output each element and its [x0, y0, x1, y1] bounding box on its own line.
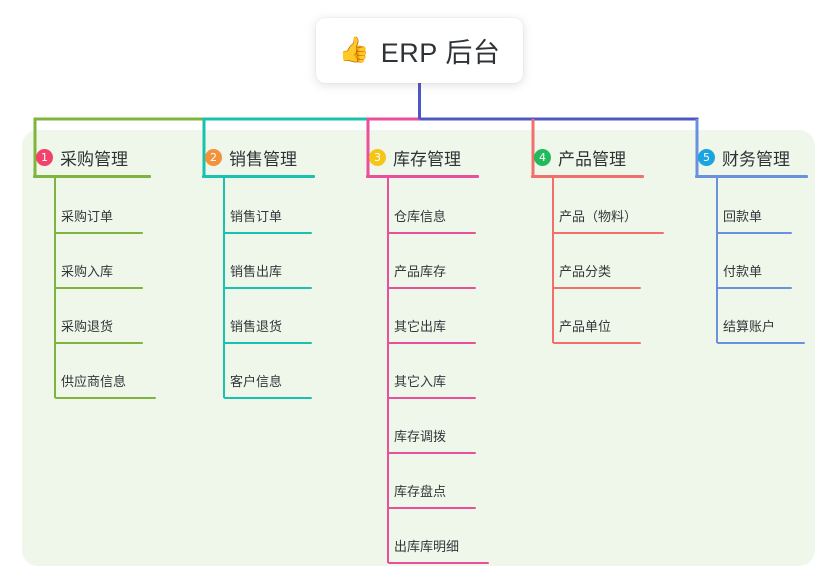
branch-underline [202, 175, 315, 178]
leaf-underline [388, 507, 476, 509]
leaf-underline [388, 342, 476, 344]
leaf-label: 产品分类 [559, 264, 612, 279]
branch-header-1[interactable]: 1 采购管理 [33, 146, 151, 169]
branch-label: 产品管理 [558, 150, 626, 169]
leaf-label: 销售退货 [230, 319, 283, 334]
branch-underline [33, 175, 151, 178]
branch-number-badge: 1 [36, 149, 53, 166]
branch-column-4: 4 产品管理产品（物料） 产品分类产品单位 [531, 146, 664, 344]
leaf-list: 回款单付款单结算账户 [695, 178, 808, 344]
leaf-label: 出库库明细 [394, 539, 460, 554]
thumbs-up-icon: 👍 [338, 36, 370, 64]
branch-header-4[interactable]: 4 产品管理 [531, 146, 644, 169]
leaf-underline [717, 342, 805, 344]
leaf-label: 回款单 [723, 209, 763, 224]
leaf-list: 产品（物料） 产品分类产品单位 [531, 178, 664, 344]
leaf-underline [55, 287, 143, 289]
leaf-underline [224, 232, 312, 234]
branch-column-3: 3 库存管理仓库信息产品库存其它出库其它入库库存调拨库存盘点出库库明细 [366, 146, 489, 564]
leaf-underline [224, 397, 312, 399]
branch-header-3[interactable]: 3 库存管理 [366, 146, 479, 169]
leaf-underline [55, 232, 143, 234]
branch-column-1: 1 采购管理采购订单采购入库采购退货供应商信息 [33, 146, 156, 399]
leaf-label: 采购退货 [61, 319, 114, 334]
branch-header-2[interactable]: 2 销售管理 [202, 146, 315, 169]
root-node-erp-backend[interactable]: 👍 ERP 后台 [316, 18, 523, 83]
root-node-title: ERP 后台 [380, 38, 501, 68]
branch-header-5[interactable]: 5 财务管理 [695, 146, 808, 169]
leaf-label: 其它入库 [394, 374, 447, 389]
branch-label: 库存管理 [393, 150, 461, 169]
leaf-label: 采购订单 [61, 209, 114, 224]
leaf-underline [717, 287, 792, 289]
leaf-label: 供应商信息 [61, 374, 127, 389]
leaf-underline [224, 342, 312, 344]
branch-underline [531, 175, 644, 178]
leaf-label: 产品库存 [394, 264, 447, 279]
leaf-underline [388, 562, 489, 564]
leaf-list: 销售订单销售出库销售退货客户信息 [202, 178, 315, 399]
leaf-label: 客户信息 [230, 374, 283, 389]
leaf-label: 销售订单 [230, 209, 283, 224]
leaf-underline [388, 452, 476, 454]
leaf-underline [717, 232, 792, 234]
leaf-label: 其它出库 [394, 319, 447, 334]
leaf-underline [553, 232, 664, 234]
leaf-label: 采购入库 [61, 264, 114, 279]
branch-column-2: 2 销售管理销售订单销售出库销售退货客户信息 [202, 146, 315, 399]
branch-label: 财务管理 [722, 150, 790, 169]
leaf-underline [553, 342, 641, 344]
branch-underline [695, 175, 808, 178]
branch-number-badge: 3 [369, 149, 386, 166]
leaf-list: 仓库信息产品库存其它出库其它入库库存调拨库存盘点出库库明细 [366, 178, 489, 564]
leaf-label: 仓库信息 [394, 209, 447, 224]
branch-label: 销售管理 [229, 150, 297, 169]
leaf-underline [388, 232, 476, 234]
branch-label: 采购管理 [60, 150, 128, 169]
leaf-label: 付款单 [723, 264, 763, 279]
leaf-underline [55, 397, 156, 399]
leaf-underline [55, 342, 143, 344]
branch-number-badge: 4 [534, 149, 551, 166]
diagram-background-panel [22, 130, 815, 566]
branch-number-badge: 2 [205, 149, 222, 166]
leaf-label: 库存盘点 [394, 484, 447, 499]
leaf-list: 采购订单采购入库采购退货供应商信息 [33, 178, 156, 399]
leaf-label: 结算账户 [723, 319, 776, 334]
leaf-label: 产品单位 [559, 319, 612, 334]
leaf-label: 销售出库 [230, 264, 283, 279]
leaf-underline [224, 287, 312, 289]
leaf-underline [388, 397, 476, 399]
leaf-label: 产品（物料） [559, 209, 638, 224]
leaf-underline [553, 287, 641, 289]
branch-number-badge: 5 [698, 149, 715, 166]
leaf-label: 库存调拨 [394, 429, 447, 444]
branch-underline [366, 175, 479, 178]
leaf-underline [388, 287, 476, 289]
branch-column-5: 5 财务管理回款单付款单结算账户 [695, 146, 808, 344]
